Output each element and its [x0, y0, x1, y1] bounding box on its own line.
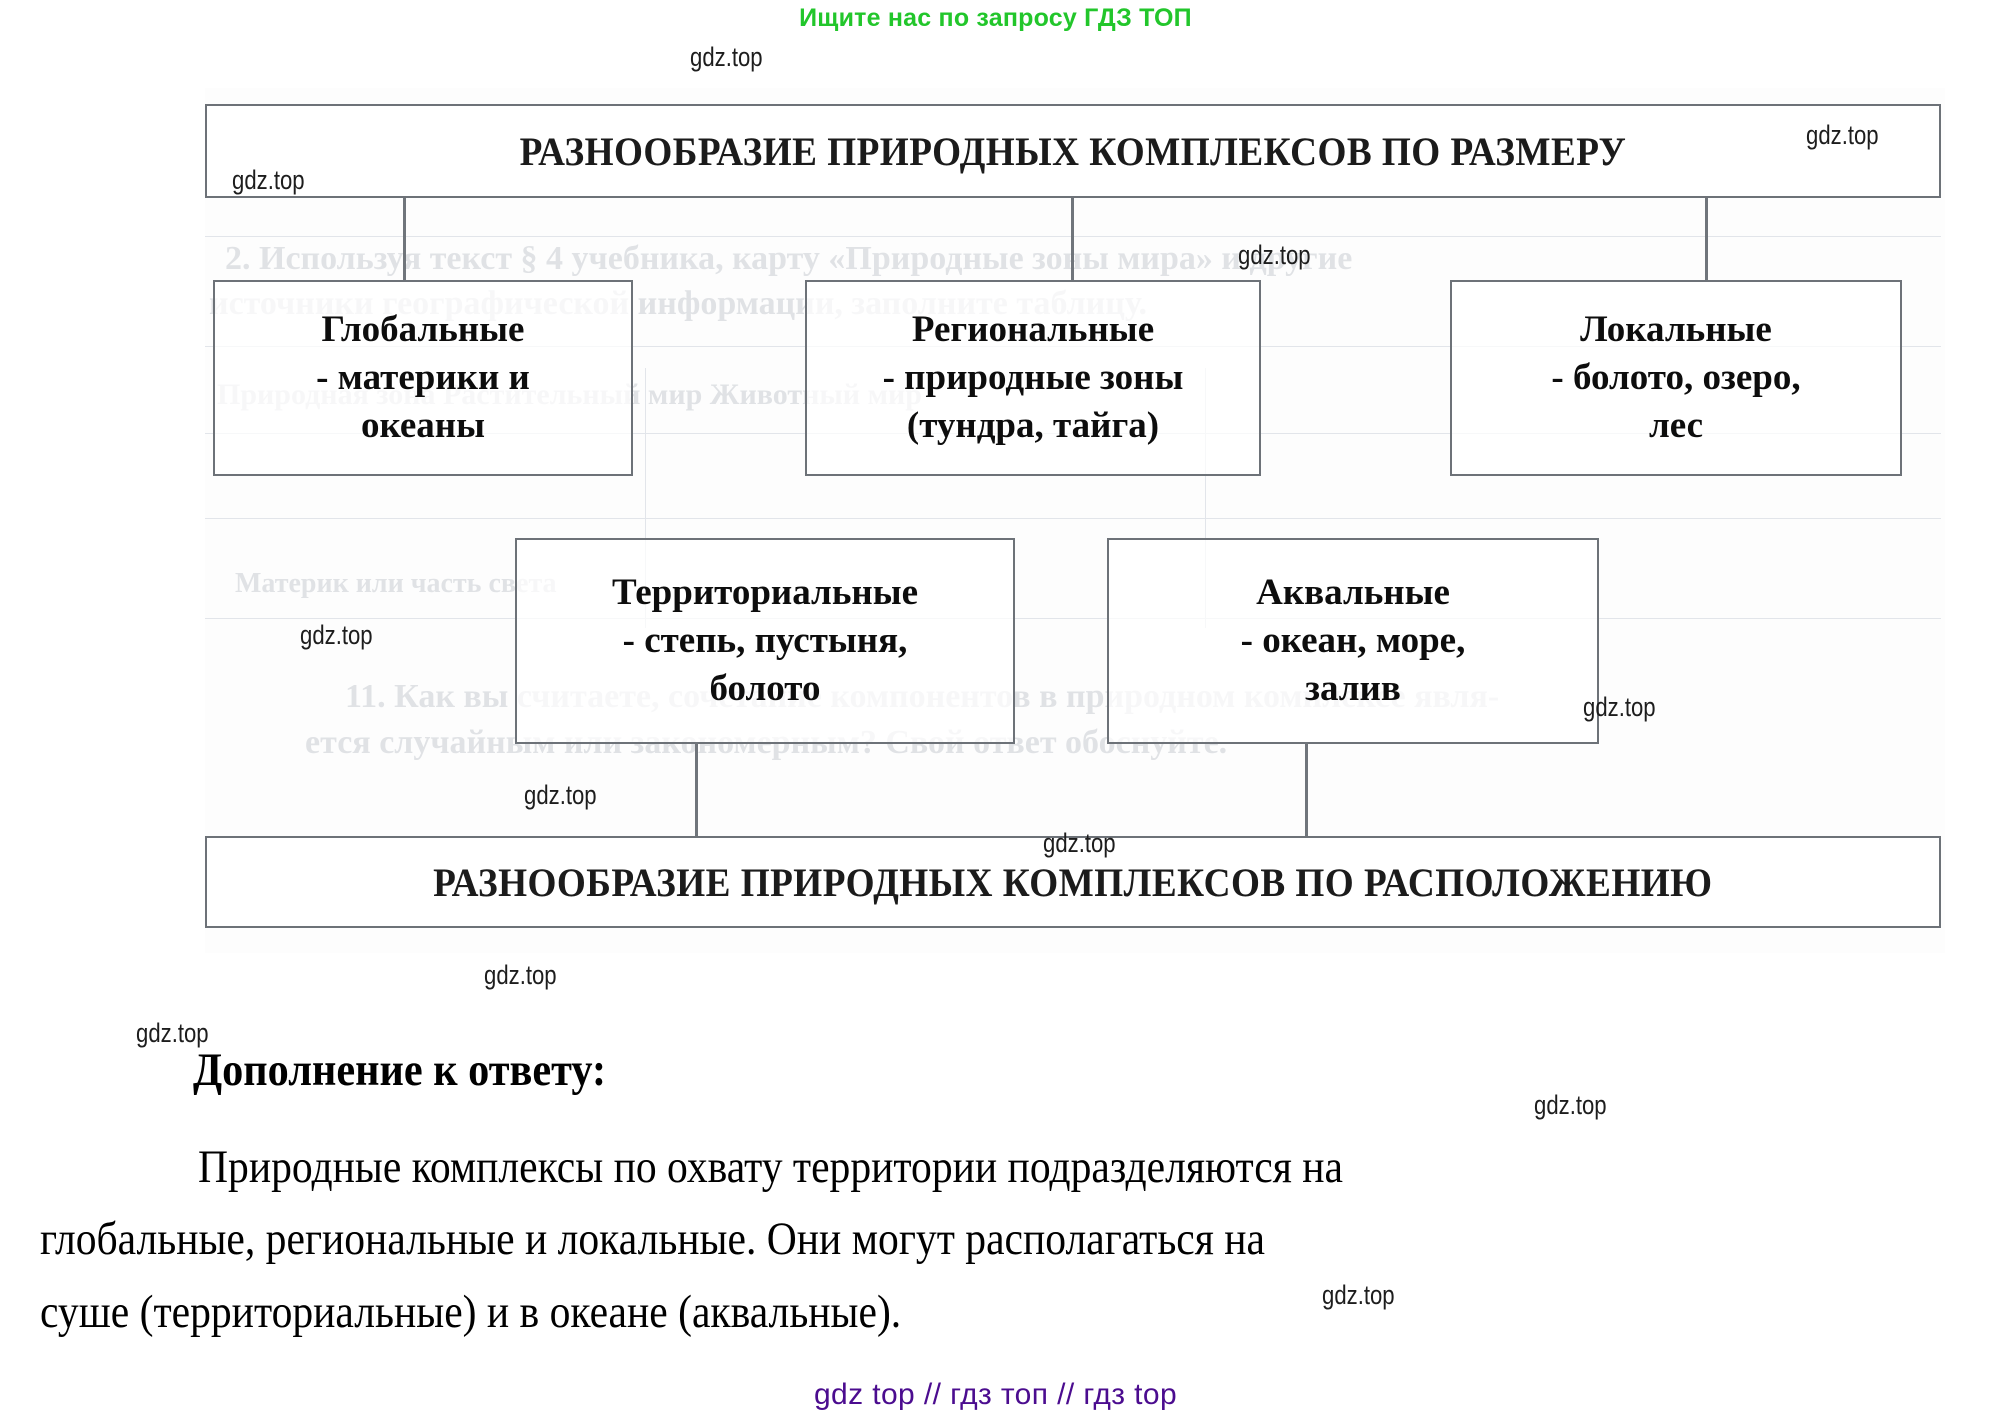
node-territorial-detail-1: - степь, пустыня, [622, 619, 908, 661]
node-local-detail-2: лес [1648, 405, 1704, 447]
node-global[interactable]: Глобальные - материки и океаны [213, 280, 633, 476]
ghost-rule [205, 518, 1941, 519]
answer-line-1: Природные комплексы по охвату территории… [198, 1141, 1343, 1193]
promo-banner: Ищите нас по запросу ГДЗ ТОП [0, 4, 1991, 33]
answer-line-3: суше (территориальные) и в океане (аквал… [40, 1286, 902, 1338]
diagram-bottom-banner-text: РАЗНООБРАЗИЕ ПРИРОДНЫХ КОМПЛЕКСОВ ПО РАС… [433, 859, 1713, 905]
node-local-detail-1: - болото, озеро, [1551, 356, 1801, 398]
node-territorial-title: Территориальные [611, 571, 919, 613]
node-aqual-detail-1: - океан, море, [1240, 619, 1466, 661]
watermark: gdz.top [1534, 1090, 1607, 1120]
node-aqual-title: Аквальные [1256, 571, 1450, 613]
ghost-rule [205, 618, 1941, 619]
node-territorial-text: Территориальные - степь, пустыня, болото [604, 567, 926, 715]
diagram-top-banner-box: РАЗНООБРАЗИЕ ПРИРОДНЫХ КОМПЛЕКСОВ ПО РАЗ… [205, 104, 1941, 198]
footer-bar: gdz top // гдз топ // гдз top [0, 1378, 1991, 1412]
ghost-text: Материк или часть света [235, 568, 557, 599]
connector-top-to-global [403, 198, 406, 282]
connector-top-to-regional [1071, 198, 1074, 282]
node-regional[interactable]: Региональные - природные зоны (тундра, т… [805, 280, 1261, 476]
node-aqual-detail-2: залив [1305, 668, 1401, 710]
connector-aqual-to-bottom [1305, 742, 1308, 838]
watermark: gdz.top [1322, 1280, 1395, 1310]
watermark: gdz.top [690, 42, 763, 72]
ghost-text: 2. Используя текст § 4 учебника, карту «… [225, 240, 1353, 277]
promo-text: Ищите нас по запросу ГДЗ ТОП [799, 4, 1192, 32]
connector-territorial-to-bottom [695, 742, 698, 838]
node-global-title: Глобальные [321, 308, 525, 350]
node-local[interactable]: Локальные - болото, озеро, лес [1450, 280, 1902, 476]
node-global-detail-2: океаны [360, 405, 485, 447]
node-territorial[interactable]: Территориальные - степь, пустыня, болото [515, 538, 1015, 744]
node-aqual[interactable]: Аквальные - океан, море, залив [1107, 538, 1599, 744]
answer-line-2: глобальные, региональные и локальные. Он… [40, 1213, 1266, 1265]
footer-text: gdz top // гдз топ // гдз top [813, 1378, 1178, 1411]
diagram-bottom-banner-box: РАЗНООБРАЗИЕ ПРИРОДНЫХ КОМПЛЕКСОВ ПО РАС… [205, 836, 1941, 928]
diagram-top-banner-text: РАЗНООБРАЗИЕ ПРИРОДНЫХ КОМПЛЕКСОВ ПО РАЗ… [519, 128, 1627, 174]
node-regional-detail-1: - природные зоны [882, 356, 1184, 398]
node-regional-title: Региональные [911, 308, 1155, 350]
scanned-diagram-area: 2. Используя текст § 4 учебника, карту «… [205, 88, 1945, 953]
node-local-title: Локальные [1580, 308, 1772, 350]
node-global-text: Глобальные - материки и океаны [308, 304, 538, 452]
connector-top-to-local [1705, 198, 1708, 282]
answer-heading: Дополнение к ответу: [193, 1044, 607, 1096]
node-regional-detail-2: (тундра, тайга) [906, 405, 1160, 447]
node-local-text: Локальные - болото, озеро, лес [1543, 304, 1808, 452]
node-aqual-text: Аквальные - океан, море, залив [1233, 567, 1474, 715]
node-regional-text: Региональные - природные зоны (тундра, т… [875, 304, 1192, 452]
watermark: gdz.top [484, 960, 557, 990]
node-global-detail-1: - материки и [316, 356, 530, 398]
node-territorial-detail-2: болото [709, 668, 821, 710]
